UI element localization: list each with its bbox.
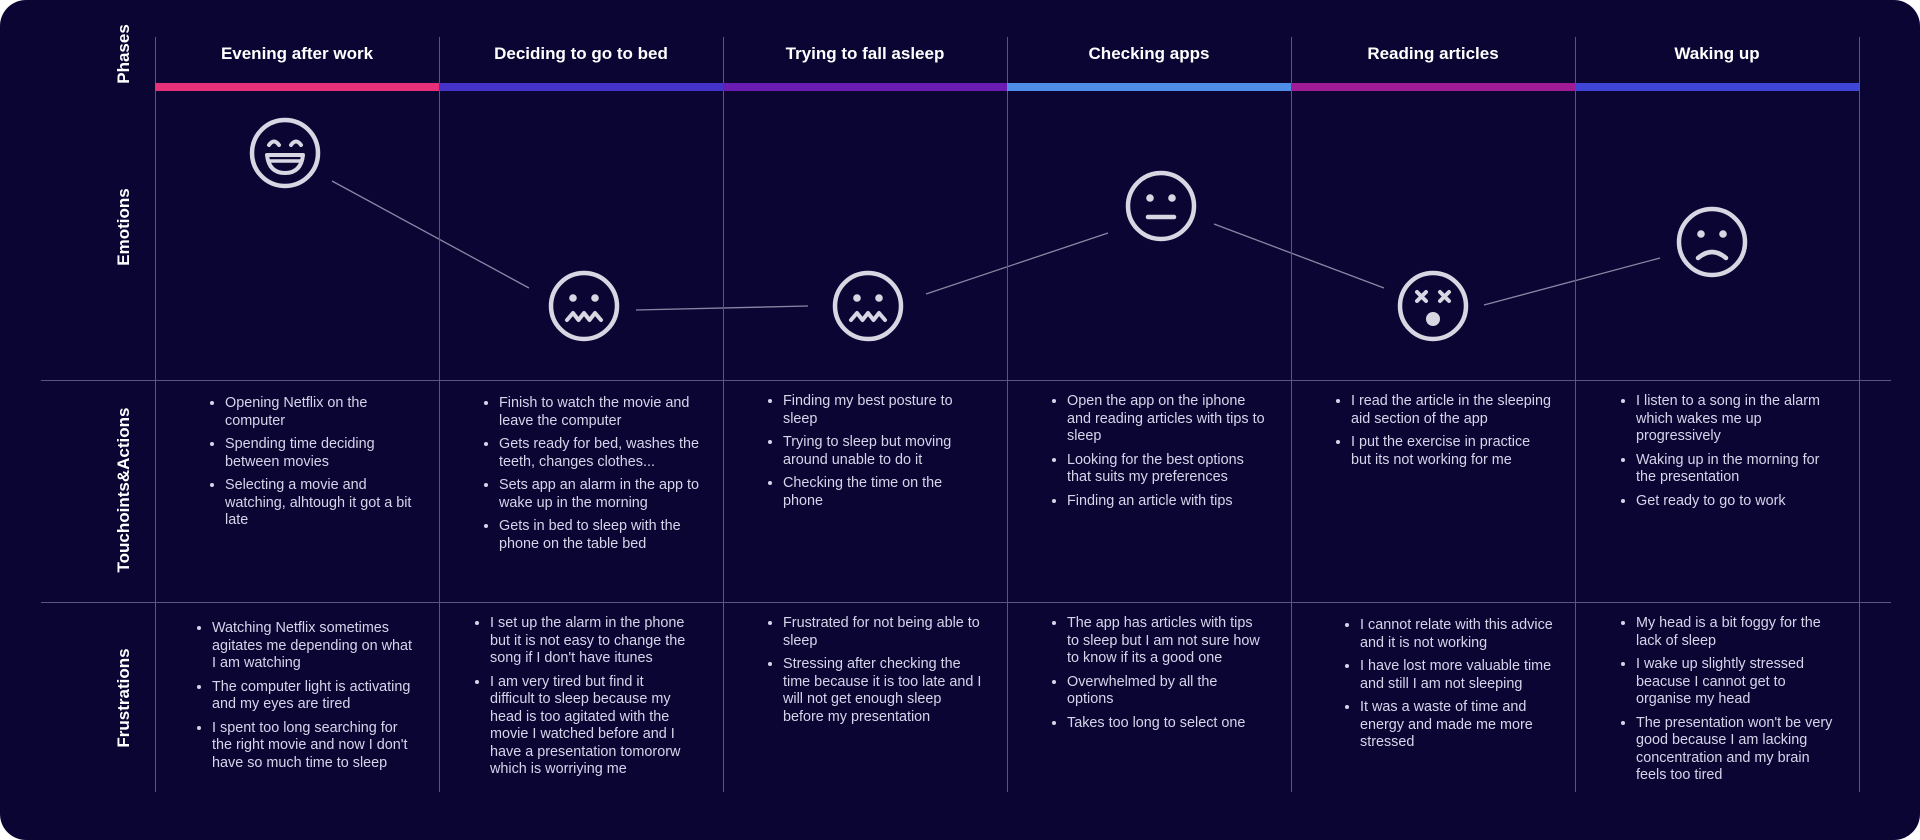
emotion-connector-line bbox=[635, 305, 809, 311]
touchpoint-item: Open the app on the iphone and reading a… bbox=[1067, 393, 1267, 446]
touchpoints-list: I listen to a song in the alarm which wa… bbox=[1614, 393, 1836, 516]
emotion-connector-line bbox=[331, 180, 530, 289]
phase-title: Evening after work bbox=[220, 44, 374, 63]
emotion-connector-line bbox=[925, 232, 1109, 295]
phase-color-bar bbox=[1291, 83, 1575, 91]
touchpoints-list: I read the article in the sleeping aid s… bbox=[1329, 393, 1551, 475]
phase-color-bar bbox=[439, 83, 723, 91]
frowning-face-icon bbox=[1674, 204, 1750, 285]
frustration-item: I am very tired but find it difficult to… bbox=[490, 674, 690, 779]
column-divider bbox=[1291, 37, 1292, 792]
frustration-item: The computer light is activating and my … bbox=[212, 679, 412, 714]
touchpoint-item: Get ready to go to work bbox=[1636, 493, 1836, 511]
column-divider bbox=[1575, 37, 1576, 792]
frustration-item: The presentation won't be very good beca… bbox=[1636, 715, 1836, 785]
phase-color-bar bbox=[155, 83, 439, 91]
grimacing-face-icon bbox=[546, 268, 622, 349]
dizzy-face-icon bbox=[1395, 268, 1471, 349]
frustration-item: I wake up slightly stressed beacuse I ca… bbox=[1636, 656, 1836, 709]
grimacing-face-icon bbox=[830, 268, 906, 349]
frustration-item: Frustrated for not being able to sleep bbox=[783, 615, 983, 650]
frustration-item: I have lost more valuable time and still… bbox=[1360, 658, 1560, 693]
column-divider bbox=[439, 37, 440, 792]
frustration-item: The app has articles with tips to sleep … bbox=[1067, 615, 1267, 668]
touchpoints-list: Finding my best posture to sleepTrying t… bbox=[761, 393, 983, 516]
row-label-frustrations: Frustrations bbox=[114, 648, 133, 748]
column-divider bbox=[1859, 37, 1860, 792]
frustration-item: My head is a bit foggy for the lack of s… bbox=[1636, 615, 1836, 650]
touchpoint-item: Finding an article with tips bbox=[1067, 493, 1267, 511]
row-label-emotions: Emotions bbox=[114, 188, 133, 266]
frustration-item: Overwhelmed by all the options bbox=[1067, 674, 1267, 709]
row-label-touchpoints: Touchoints&Actions bbox=[114, 407, 133, 573]
touchpoint-item: Selecting a movie and watching, alhtough… bbox=[225, 477, 425, 530]
emotion-connector-line bbox=[1213, 223, 1385, 289]
column-divider bbox=[155, 37, 156, 792]
touchpoint-item: Finish to watch the movie and leave the … bbox=[499, 395, 699, 430]
touchpoint-item: I read the article in the sleeping aid s… bbox=[1351, 393, 1551, 428]
phase-title: Deciding to go to bed bbox=[494, 44, 668, 63]
frustration-item: Watching Netflix sometimes agitates me d… bbox=[212, 620, 412, 673]
frustration-item: I spent too long searching for the right… bbox=[212, 720, 412, 773]
phase-color-bar bbox=[723, 83, 1007, 91]
column-divider bbox=[1007, 37, 1008, 792]
phase-color-bar bbox=[1007, 83, 1291, 91]
touchpoint-item: Checking the time on the phone bbox=[783, 475, 983, 510]
column-divider bbox=[723, 37, 724, 792]
touchpoints-list: Open the app on the iphone and reading a… bbox=[1045, 393, 1267, 516]
emotion-connector-line bbox=[1483, 257, 1661, 306]
frustrations-list: Frustrated for not being able to sleepSt… bbox=[761, 615, 983, 732]
phase-title: Trying to fall asleep bbox=[785, 44, 945, 63]
neutral-face-icon bbox=[1123, 168, 1199, 249]
touchpoint-item: Waking up in the morning for the present… bbox=[1636, 452, 1836, 487]
touchpoints-list: Opening Netflix on the computerSpending … bbox=[203, 395, 425, 536]
row-divider bbox=[41, 380, 1891, 381]
frustrations-list: I set up the alarm in the phone but it i… bbox=[468, 615, 690, 785]
frustrations-list: I cannot relate with this advice and it … bbox=[1338, 617, 1560, 758]
frustration-item: I set up the alarm in the phone but it i… bbox=[490, 615, 690, 668]
phase-title: Waking up bbox=[1674, 44, 1760, 63]
frustration-item: Takes too long to select one bbox=[1067, 715, 1267, 733]
phase-title: Reading articles bbox=[1367, 44, 1499, 63]
row-divider bbox=[41, 602, 1891, 603]
laughing-face-icon bbox=[247, 115, 323, 196]
touchpoint-item: Trying to sleep but moving around unable… bbox=[783, 434, 983, 469]
touchpoint-item: Gets in bed to sleep with the phone on t… bbox=[499, 518, 699, 553]
frustration-item: I cannot relate with this advice and it … bbox=[1360, 617, 1560, 652]
touchpoint-item: Finding my best posture to sleep bbox=[783, 393, 983, 428]
phase-title: Checking apps bbox=[1088, 44, 1210, 63]
row-label-phases: Phases bbox=[114, 24, 133, 84]
touchpoint-item: I listen to a song in the alarm which wa… bbox=[1636, 393, 1836, 446]
touchpoint-item: Looking for the best options that suits … bbox=[1067, 452, 1267, 487]
touchpoint-item: Spending time deciding between movies bbox=[225, 436, 425, 471]
frustrations-list: My head is a bit foggy for the lack of s… bbox=[1614, 615, 1836, 791]
phase-color-bar bbox=[1575, 83, 1859, 91]
touchpoint-item: I put the exercise in practice but its n… bbox=[1351, 434, 1551, 469]
frustration-item: Stressing after checking the time becaus… bbox=[783, 656, 983, 726]
touchpoint-item: Sets app an alarm in the app to wake up … bbox=[499, 477, 699, 512]
frustrations-list: The app has articles with tips to sleep … bbox=[1045, 615, 1267, 738]
touchpoint-item: Gets ready for bed, washes the teeth, ch… bbox=[499, 436, 699, 471]
touchpoints-list: Finish to watch the movie and leave the … bbox=[477, 395, 699, 559]
frustrations-list: Watching Netflix sometimes agitates me d… bbox=[190, 620, 412, 778]
touchpoint-item: Opening Netflix on the computer bbox=[225, 395, 425, 430]
frustration-item: It was a waste of time and energy and ma… bbox=[1360, 699, 1560, 752]
